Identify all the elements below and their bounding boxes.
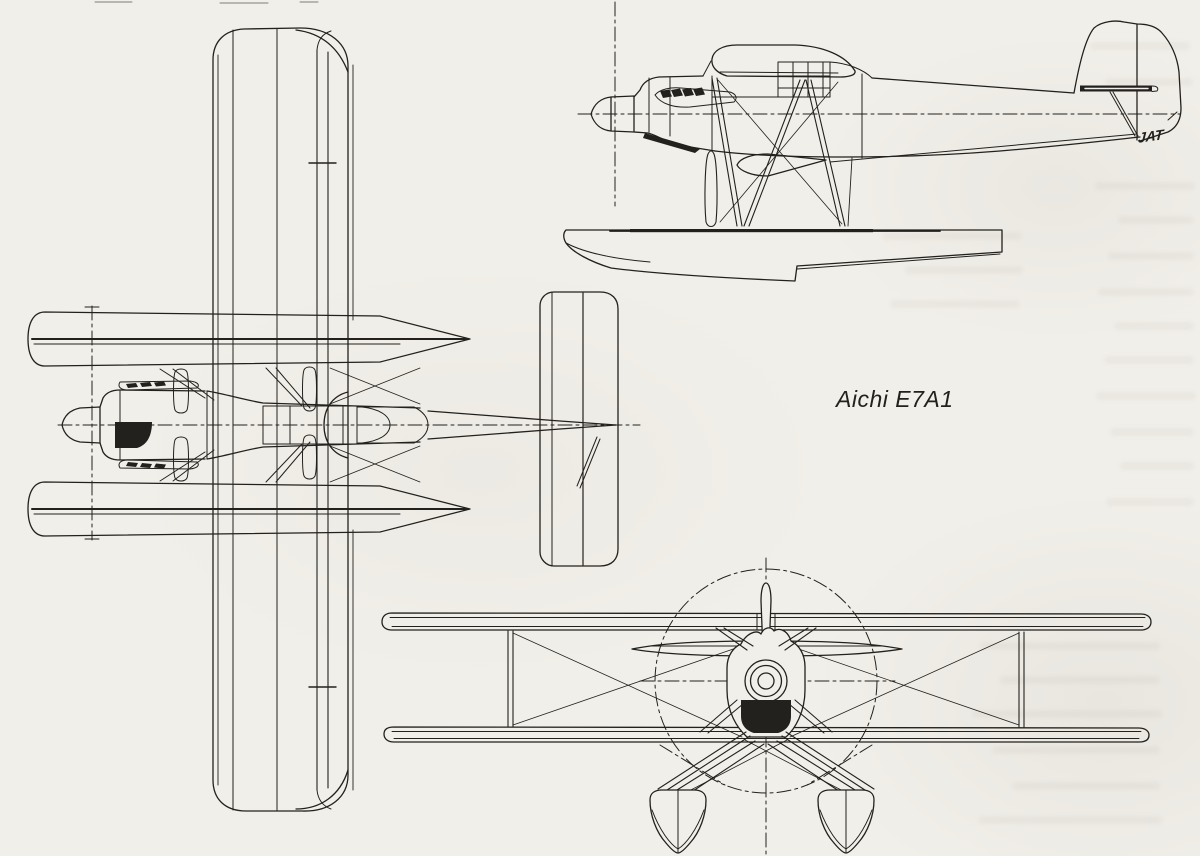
page-bleedthrough [980,642,1160,650]
page-bleedthrough [978,816,1162,824]
main-float-side [564,229,1002,281]
cabane-struts-front [700,628,832,733]
floats-front [650,790,874,853]
page-bleedthrough [1098,288,1194,296]
top-edge-remnants [95,2,318,3]
page-bleedthrough [905,266,1023,274]
fuselage-plan [62,381,616,469]
fuselage-side [591,61,1140,162]
page-bleedthrough [1118,216,1194,224]
datum-lines [578,2,1180,206]
page-bleedthrough [1105,78,1193,86]
datum-lines [58,306,640,540]
page-bleedthrough [890,300,1020,308]
aircraft-label: Aichi E7A1 [836,386,954,412]
page-bleedthrough [1096,392,1196,400]
float-struts-plan [160,367,420,482]
top-view [28,28,640,811]
lower-wing-side [737,154,826,176]
page-bleedthrough [882,232,1022,240]
page-bleedthrough [992,746,1160,754]
struts-side [705,78,852,227]
page-bleedthrough [972,710,1162,718]
anti-glare-panel [741,700,791,733]
floats-plan [28,312,470,536]
cockpit-side [778,62,872,97]
page-bleedthrough [1106,498,1194,506]
float-struts-front [658,732,874,795]
page-bleedthrough [1120,462,1194,470]
page-bleedthrough [1095,182,1195,190]
side-view [564,2,1181,281]
upper-wing-side [712,45,855,97]
bracing-front [508,631,1024,737]
tail-side [1074,21,1181,141]
page-bleedthrough [1114,322,1194,330]
page-bleedthrough [1012,782,1160,790]
page-bleedthrough [1108,252,1194,260]
page-bleedthrough [1110,428,1194,436]
page-bleedthrough [1104,356,1194,364]
tailplane-plan [540,292,618,566]
engine-cowling-front [727,628,805,737]
page-bleedthrough [1090,42,1190,50]
wing-plan [213,28,353,811]
front-view [382,558,1151,856]
page-bleedthrough [1000,676,1160,684]
